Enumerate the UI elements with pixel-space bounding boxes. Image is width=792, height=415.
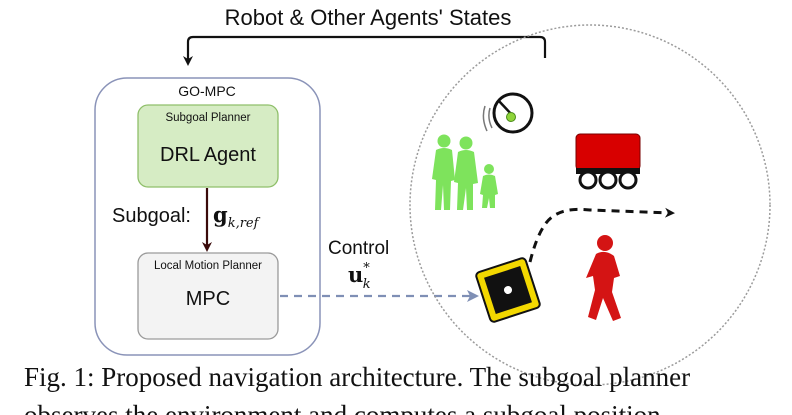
- pedestrian-group-icon: [432, 134, 498, 210]
- subgoal-math: gk,ref: [213, 202, 261, 231]
- subgoal-math-bold: g: [213, 202, 228, 227]
- roomba-robot-icon: [482, 92, 534, 134]
- walking-pedestrian-icon: [586, 235, 621, 321]
- subgoal-planner-header: Subgoal Planner: [165, 112, 250, 124]
- tracked-robot-icon: [575, 133, 641, 190]
- subgoal-planner-box: [137, 104, 279, 188]
- figure-caption: Fig. 1: Proposed navigation architecture…: [24, 362, 691, 392]
- local-motion-planner-box: [137, 252, 279, 340]
- local-motion-planner-header: Local Motion Planner: [154, 260, 262, 272]
- feedback-arrow: [183, 35, 547, 66]
- gompc-title: GO-MPC: [178, 83, 236, 99]
- ground-robot-icon: [475, 257, 541, 323]
- control-math: u*k: [348, 261, 371, 292]
- subgoal-math-sub: k,ref: [228, 216, 261, 231]
- mpc-label: MPC: [186, 288, 230, 310]
- figure-caption-line2: observes the environment and computes a …: [24, 400, 661, 415]
- trajectory-path: [528, 207, 675, 263]
- top-states-label: Robot & Other Agents' States: [225, 5, 512, 30]
- control-math-bold: u: [348, 262, 363, 287]
- control-text: Control: [328, 238, 389, 259]
- control-math-sup: *: [363, 261, 370, 276]
- scene-circle: [409, 24, 771, 386]
- subgoal-text: Subgoal:: [112, 205, 191, 227]
- drl-agent-label: DRL Agent: [160, 144, 256, 166]
- control-math-sub: k: [363, 277, 371, 292]
